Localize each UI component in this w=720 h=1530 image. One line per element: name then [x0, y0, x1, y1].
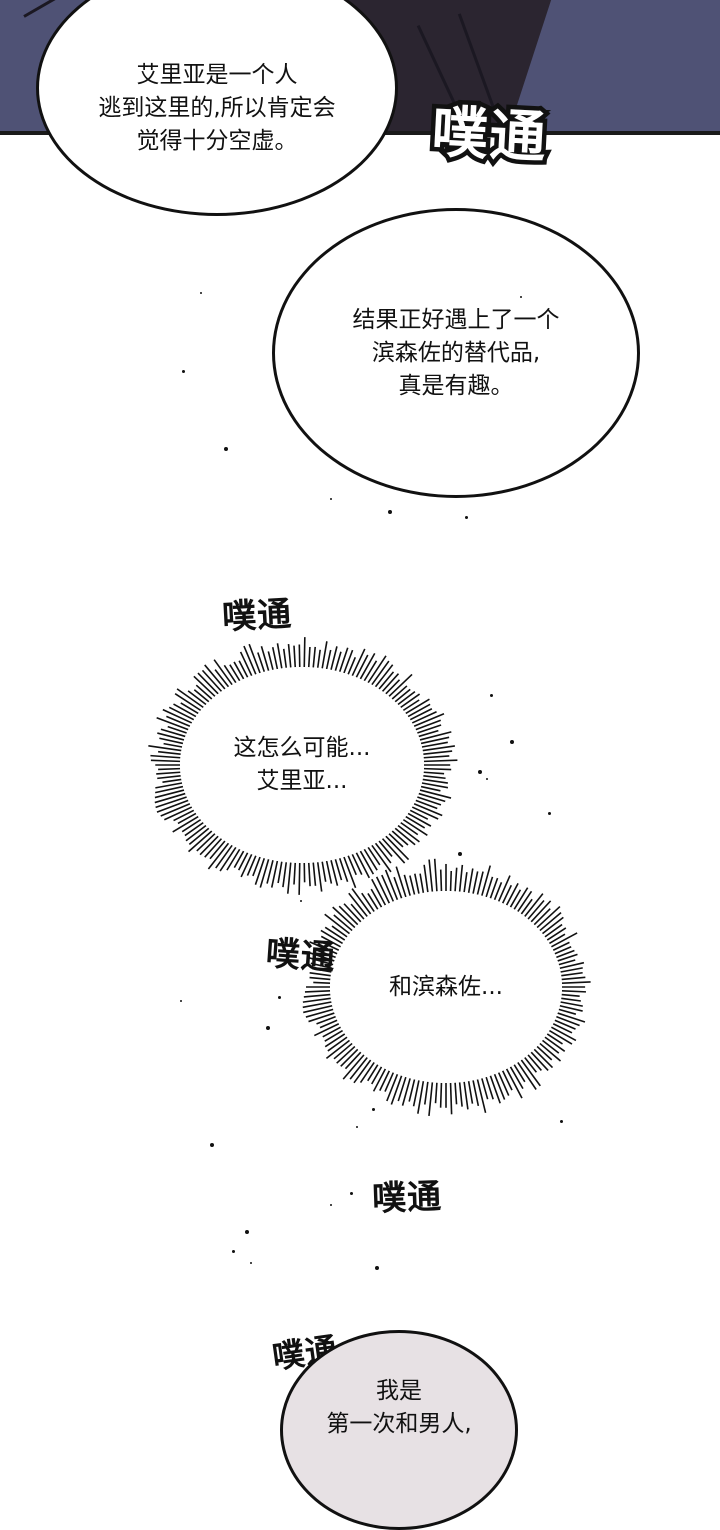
bubble-line: 艾里亚...: [257, 765, 348, 798]
ink-speck: [560, 1120, 563, 1123]
speech-bubble-5: 我是 第一次和男人,: [280, 1330, 518, 1530]
ink-speck: [478, 770, 482, 774]
ink-speck: [224, 447, 228, 451]
ink-speck: [232, 1250, 235, 1253]
bubble-line: 觉得十分空虚。: [137, 125, 298, 158]
ink-speck: [330, 1204, 332, 1206]
bubble-line: 这怎么可能...: [234, 732, 371, 765]
bubble-line: 我是: [376, 1375, 422, 1408]
bubble-line: 艾里亚是一个人: [137, 59, 298, 92]
bubble-line: 第一次和男人,: [326, 1408, 471, 1441]
ink-speck: [350, 1192, 353, 1195]
burst-text-2: 和滨森佐...: [296, 852, 596, 1122]
bubble-line: 和滨森佐...: [389, 971, 503, 1004]
ink-speck: [245, 1230, 249, 1234]
sound-effect: 噗通: [264, 926, 337, 980]
bubble-line: 结果正好遇上了一个: [353, 304, 560, 337]
ink-speck: [490, 694, 493, 697]
sound-effect: 噗通: [371, 1169, 443, 1220]
ink-speck: [182, 370, 185, 373]
ink-speck: [250, 1262, 252, 1264]
ink-speck: [486, 778, 488, 780]
bubble-line: 真是有趣。: [399, 370, 514, 403]
bubble-line: 逃到这里的,所以肯定会: [98, 92, 335, 125]
ink-speck: [180, 1000, 182, 1002]
ink-speck: [372, 1108, 375, 1111]
ink-speck: [356, 1126, 358, 1128]
ink-speck: [548, 812, 551, 815]
ink-speck: [300, 900, 302, 902]
speech-bubble-2: 结果正好遇上了一个 滨森佐的替代品, 真是有趣。: [272, 208, 640, 498]
ink-speck: [465, 516, 468, 519]
ink-speck: [520, 296, 522, 298]
sound-effect-large: 噗通: [430, 87, 550, 174]
ink-speck: [510, 740, 514, 744]
ink-speck: [210, 1143, 214, 1147]
ink-speck: [458, 852, 462, 856]
ink-speck: [375, 1266, 379, 1270]
ink-speck: [330, 498, 332, 500]
speech-bubble-1: 艾里亚是一个人 逃到这里的,所以肯定会 觉得十分空虚。: [36, 0, 398, 216]
ink-speck: [266, 1026, 270, 1030]
bubble-line: 滨森佐的替代品,: [372, 337, 540, 370]
ink-speck: [278, 996, 281, 999]
ink-speck: [388, 510, 392, 514]
ink-speck: [200, 292, 202, 294]
